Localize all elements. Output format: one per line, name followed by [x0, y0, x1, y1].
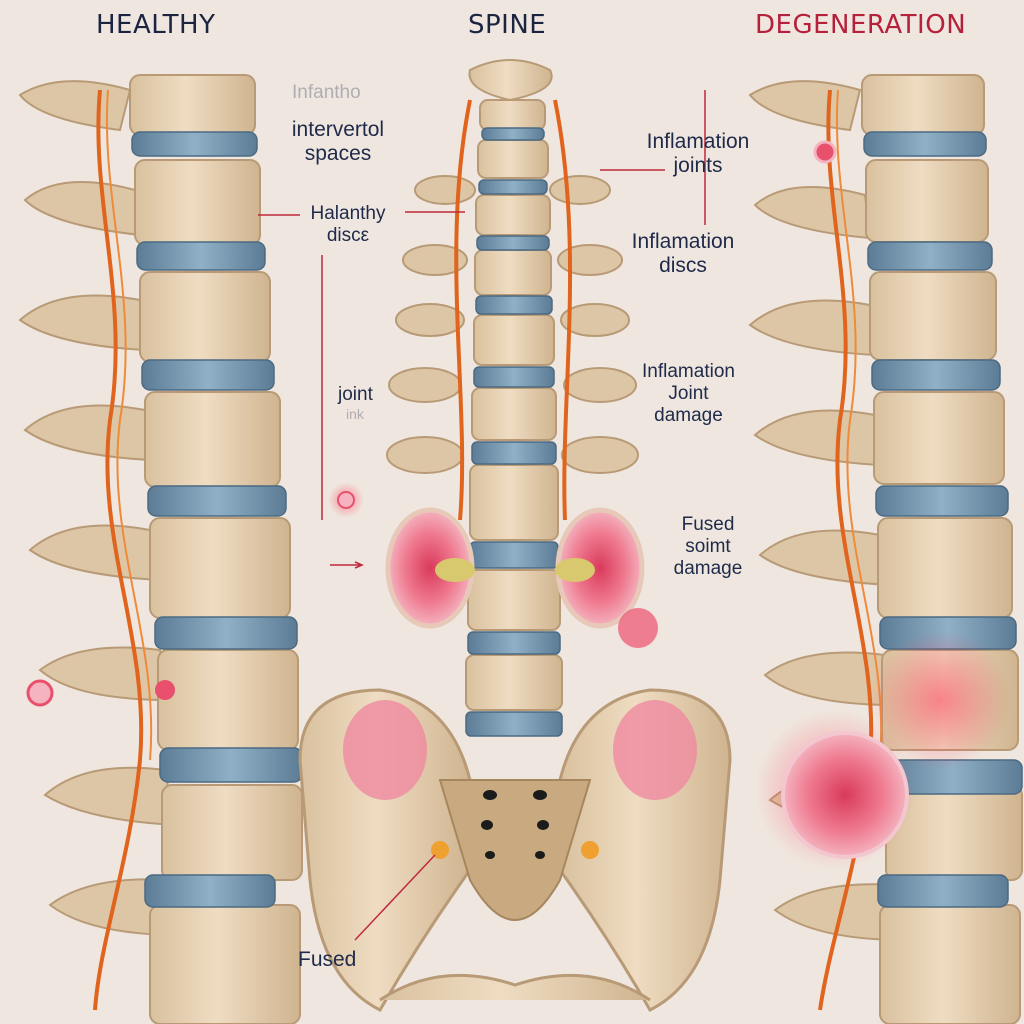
central-spine-illustration: [328, 59, 658, 737]
healthy-spine-illustration: [18, 74, 303, 1024]
label-intervertol-spaces: intervertol spaces: [273, 118, 403, 166]
label-inflamation-joints: Inflamation joints: [628, 130, 768, 178]
label-intervertol-line2: spaces: [304, 142, 372, 166]
label-inflamation-discs-line2: discs: [659, 254, 707, 278]
label-halanthy-line2: discε: [326, 224, 370, 246]
label-joint-line1: joint: [338, 384, 373, 405]
header-healthy: HEALTHY: [96, 10, 216, 40]
label-inflamation-damage-line1: Inflamation: [642, 361, 735, 382]
label-inflamation-damage-line2: Joint: [668, 382, 709, 404]
label-inflamation-damage-line3: damage: [654, 404, 723, 426]
label-fused-bottom: Fused: [298, 948, 357, 971]
leader-lines: [258, 90, 706, 941]
label-inflamation-discs-line1: Inflamation: [631, 230, 735, 253]
label-fused-soimt-damage: Fused soimt damage: [658, 514, 758, 580]
label-joint: joint ink: [338, 384, 373, 422]
label-fused-soimt-line2: soimt: [685, 535, 731, 557]
label-inflamation-joint-damage: Inflamation Joint damage: [626, 361, 751, 427]
label-inflamation-joints-line1: Inflamation: [646, 130, 750, 153]
degenerated-spine-illustration: [748, 74, 1023, 1024]
label-inflamation-discs: Inflamation discs: [618, 230, 748, 278]
label-halanthy-discs: Halanthy discε: [298, 203, 398, 247]
label-joint-line2: ink: [346, 405, 364, 422]
label-halanthy-line1: Halanthy: [310, 203, 386, 224]
header-spine: SPINE: [468, 10, 547, 40]
label-infantho: Infantho: [292, 82, 361, 103]
label-fused-soimt-line1: Fused: [681, 514, 735, 535]
label-fused-soimt-line3: damage: [673, 557, 743, 579]
label-inflamation-joints-line2: joints: [673, 154, 723, 178]
label-intervertol-line1: intervertol: [291, 118, 385, 141]
pelvis-illustration: [298, 688, 732, 1012]
header-degeneration: DEGENERATION: [755, 10, 967, 40]
